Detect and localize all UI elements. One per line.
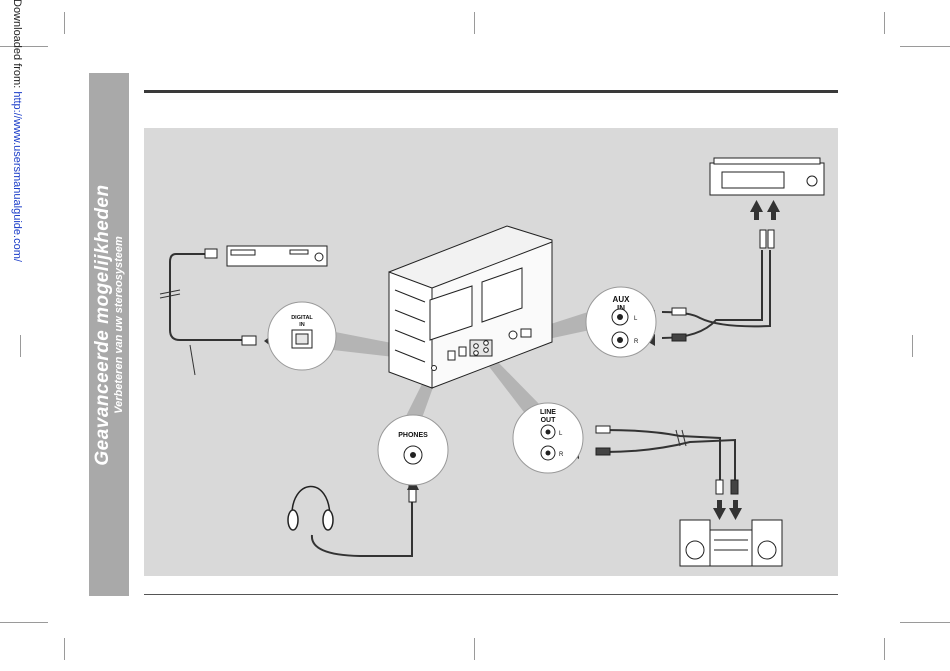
aux-source-vcr [710,158,824,195]
digital-in-callout: DIGITAL IN [268,302,336,370]
leader-line [190,345,195,375]
aux-in-label: AUX [613,295,631,304]
phones-label: PHONES [398,432,428,439]
digital-in-label-2: IN [299,322,305,328]
aux-in-right: R [634,339,639,345]
lineout-recorder [680,520,782,566]
line-out-label: LINE [540,409,556,416]
line-out-label-2: OUT [541,417,557,424]
digital-source-deck [227,246,327,266]
cable-break [676,430,680,446]
headphones [288,486,333,530]
line-out-callout: LINE OUT L R [513,403,583,473]
digital-in-label: DIGITAL [291,315,313,321]
line-out-right: R [559,452,564,458]
aux-in-callout: AUX IN L R [586,287,656,357]
main-unit [389,226,552,388]
phones-callout: PHONES [378,415,448,485]
